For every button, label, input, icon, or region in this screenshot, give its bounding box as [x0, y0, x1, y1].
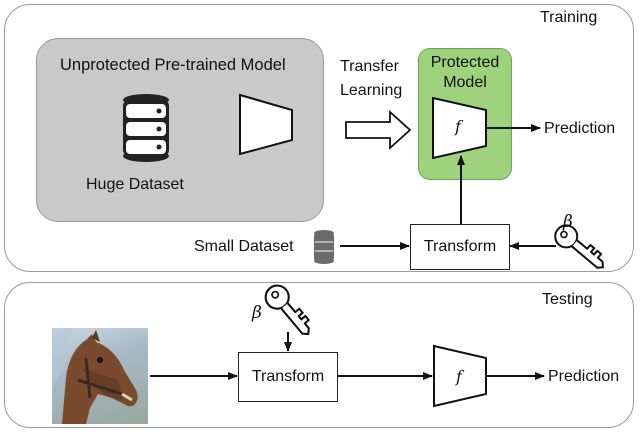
training-key-icon: [554, 224, 604, 269]
testing-transform-box: Transform: [238, 352, 338, 402]
huge-dataset-label: Huge Dataset: [86, 176, 184, 193]
training-beta: β: [563, 212, 573, 232]
protected-model-f: f: [455, 117, 461, 136]
testing-model-trapezoid: [433, 344, 487, 408]
training-title: Training: [540, 9, 598, 26]
testing-beta: β: [252, 303, 262, 323]
protected-model-trapezoid: [432, 96, 487, 160]
small-dataset-icon: [314, 230, 334, 264]
huge-dataset-icon: [123, 94, 169, 162]
protected-model-label: Protected Model: [430, 54, 500, 91]
pretrained-model-trapezoid: [239, 93, 293, 156]
testing-key-icon: [264, 284, 310, 336]
small-dataset-label: Small Dataset: [194, 238, 294, 255]
testing-model-f: f: [456, 367, 462, 386]
testing-prediction-label: Prediction: [548, 368, 620, 385]
training-prediction-label: Prediction: [544, 120, 616, 137]
testing-title: Testing: [542, 291, 593, 308]
horse-image: [52, 328, 148, 424]
pretrained-model-label: Unprotected Pre-trained Model: [60, 56, 286, 74]
transfer-learning-label: Transfer Learning: [340, 58, 403, 99]
transfer-learning-arrow: [345, 109, 412, 151]
training-transform-box: Transform: [410, 224, 510, 270]
